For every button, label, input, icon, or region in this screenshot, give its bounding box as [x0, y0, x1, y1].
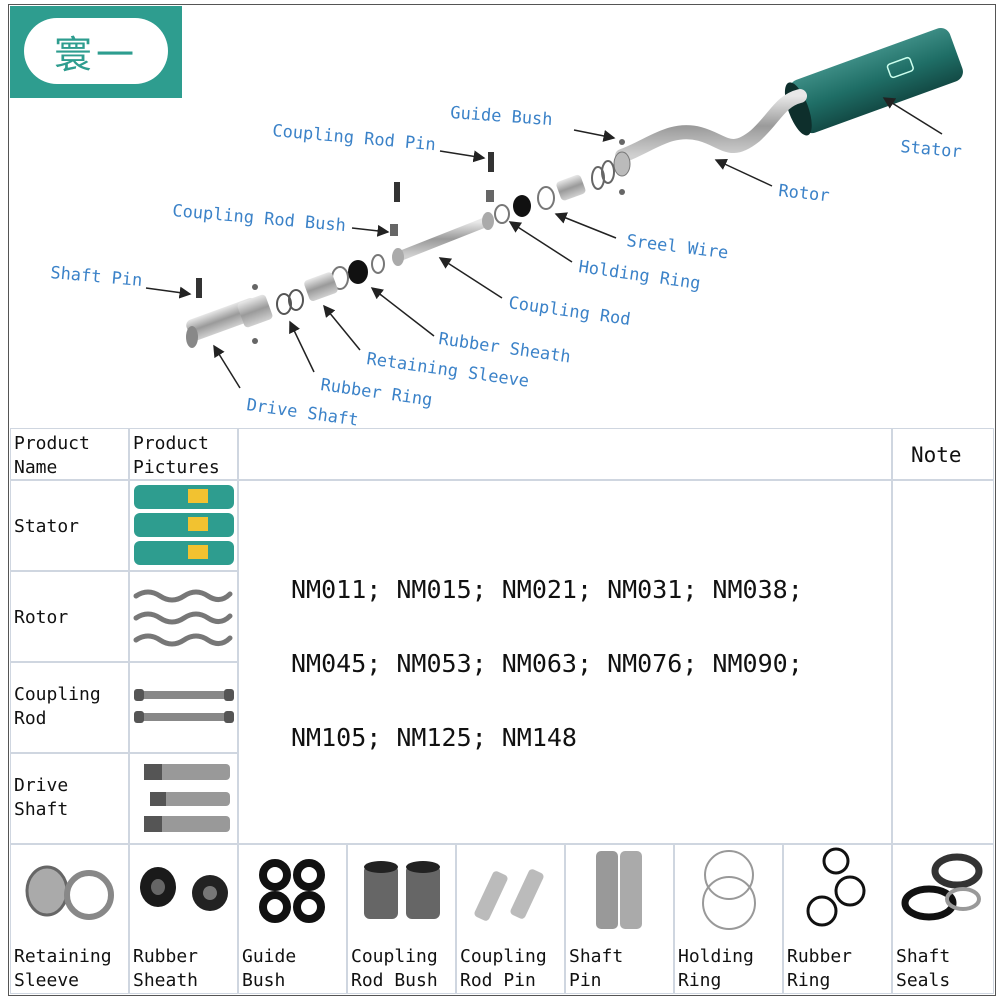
row-name-drive-shaft: Drive Shaft: [10, 753, 129, 844]
part-coupling-rod-bush: Coupling Rod Bush: [347, 844, 456, 994]
rotor-part: [615, 89, 807, 163]
part-label: Holding Ring: [678, 946, 754, 991]
label-stator: Stator: [900, 137, 963, 162]
rubber-ring-photo: [806, 847, 866, 927]
logo-pill: 寰一: [24, 18, 168, 84]
page-frame: [8, 4, 996, 996]
guide-bush-photo: [259, 859, 325, 923]
header-product-name: Product Name: [14, 433, 90, 478]
models-cell: NM011; NM015; NM021; NM031; NM038; NM045…: [238, 480, 892, 844]
drive-shaft-part: [186, 284, 273, 348]
coupling-rod-part: [392, 212, 494, 266]
label-rotor: Rotor: [777, 181, 830, 206]
part-shaft-seals: Shaft Seals: [892, 844, 994, 994]
part-shaft-pin: Shaft Pin: [565, 844, 674, 994]
row-name-coupling-rod: Coupling Rod: [10, 662, 129, 753]
label-drive-shaft: Drive Shaft: [245, 395, 359, 426]
part-coupling-rod-pin: Coupling Rod Pin: [456, 844, 565, 994]
part-label: Shaft Seals: [896, 946, 951, 991]
exploded-diagram: Guide Bush Coupling Rod Pin Stator Rotor…: [50, 27, 963, 426]
part-label: Shaft Pin: [569, 946, 624, 991]
part-rubber-ring: Rubber Ring: [783, 844, 892, 994]
part-label: Guide Bush: [242, 946, 297, 991]
retaining-sleeve-photo: [25, 865, 114, 920]
note-cell: [892, 480, 994, 844]
part-guide-bush: Guide Bush: [238, 844, 347, 994]
header-note-cell: Note: [892, 428, 994, 480]
part-label: Rubber Ring: [787, 946, 853, 991]
part-rubber-sheath: Rubber Sheath: [129, 844, 238, 994]
guide-bush-part: [591, 139, 631, 195]
spec-table: Product Name Product Pictures Note Stato…: [10, 428, 994, 994]
header-models-cell: [238, 428, 892, 480]
row-name-text: Rotor: [14, 607, 69, 628]
label-rubber-ring: Rubber Ring: [319, 375, 433, 410]
brand-logo: 寰一: [10, 6, 182, 98]
model-line-1: NM011; NM015; NM021; NM031; NM038;: [291, 575, 803, 604]
part-label: Coupling Rod Pin: [460, 946, 547, 991]
label-holding-ring: Holding Ring: [577, 257, 701, 294]
model-line-2: NM045; NM053; NM063; NM076; NM090;: [291, 649, 803, 678]
stator-part: [784, 27, 963, 136]
label-coupling-rod-bush: Coupling Rod Bush: [172, 201, 347, 236]
coupling-rod-photo: [134, 689, 234, 723]
picture-stator: [129, 480, 238, 571]
row-name-rotor: Rotor: [10, 571, 129, 662]
holding-ring-photo: [702, 850, 756, 930]
drive-shaft-photo: [144, 764, 230, 832]
part-label: Coupling Rod Bush: [351, 946, 438, 991]
part-label: Retaining Sleeve: [14, 946, 112, 991]
shaft-pin-photo: [596, 851, 642, 929]
header-note: Note: [911, 443, 962, 467]
shaft-seals-photo: [901, 853, 983, 921]
label-shaft-pin: Shaft Pin: [50, 263, 144, 291]
stator-photo: [134, 485, 234, 565]
rubber-sheath-photo: [140, 867, 228, 911]
part-holding-ring: Holding Ring: [674, 844, 783, 994]
header-product-pictures: Product Pictures: [133, 433, 220, 478]
header-name-cell: Product Name: [10, 428, 129, 480]
row-name-text: Stator: [14, 516, 80, 537]
coupling-rod-pin-photo: [474, 869, 544, 921]
label-steel-wire: Sreel Wire: [625, 231, 729, 263]
rotor-photo: [133, 589, 233, 647]
picture-drive-shaft: [129, 753, 238, 844]
header-pictures-cell: Product Pictures: [129, 428, 238, 480]
picture-rotor: [129, 571, 238, 662]
label-coupling-rod: Coupling Rod: [507, 293, 631, 330]
logo-text: 寰一: [53, 32, 138, 77]
label-guide-bush: Guide Bush: [450, 103, 554, 130]
part-retaining-sleeve: Retaining Sleeve: [10, 844, 129, 994]
coupling-rod-bush-photo: [364, 861, 440, 919]
label-coupling-rod-pin: Coupling Rod Pin: [272, 121, 437, 155]
row-name-stator: Stator: [10, 480, 129, 571]
row-name-text: Drive Shaft: [14, 775, 69, 820]
row-name-text: Coupling Rod: [14, 684, 101, 729]
part-label: Rubber Sheath: [133, 946, 199, 991]
picture-coupling-rod: [129, 662, 238, 753]
model-line-3: NM105; NM125; NM148: [291, 723, 577, 752]
